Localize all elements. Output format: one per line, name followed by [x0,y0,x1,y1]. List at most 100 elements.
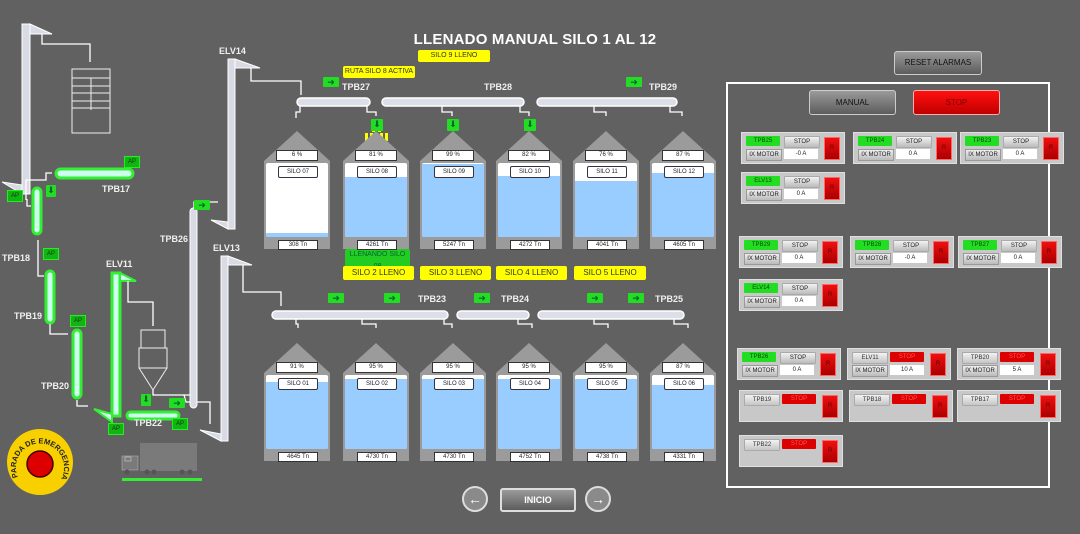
motor-current-value: 0 A [1001,253,1035,263]
silo-name[interactable]: SILO 09 [434,166,474,178]
silo-name[interactable]: SILO 06 [664,378,704,390]
conveyor-tpb28 [381,97,525,107]
label-elv11: ELV11 [106,259,133,269]
flow-line [41,34,91,62]
label-tpb29: TPB29 [649,82,678,92]
silo: 91 % SILO 01 4645 Tn [264,343,330,462]
motor-name[interactable]: TPB28 [855,240,889,250]
motor-name[interactable]: TPB17 [962,394,998,406]
silo-percent: 6 % [276,150,318,161]
silo-name[interactable]: SILO 08 [357,166,397,178]
silo-name[interactable]: SILO 05 [587,378,627,390]
motor-current-value: 0 A [780,365,814,375]
motor-name[interactable]: TPB22 [744,439,780,451]
motor-name[interactable]: TPB24 [858,136,892,146]
motor-current-value: 0 A [782,296,816,306]
silo-name[interactable]: SILO 02 [357,378,397,390]
motor-reset-button[interactable]: R [822,440,838,463]
motor-name[interactable]: TPB29 [744,240,778,250]
silo-name[interactable]: SILO 04 [510,378,550,390]
label-tpb17: TPB17 [102,184,131,194]
motor-card: TPB23 STOP IX MOTOR 0 A R [960,132,1064,164]
motor-card: TPB26 STOP IX MOTOR 0 A R [737,348,841,380]
motor-reset-button[interactable]: R [822,241,838,264]
motor-name[interactable]: TPB23 [965,136,999,146]
silo-percent: 95 % [585,362,627,373]
silo-percent: 87 % [662,362,704,373]
motor-stop-button[interactable]: STOP [784,136,820,148]
motor-name[interactable]: TPB25 [746,136,780,146]
motor-stop-button[interactable]: STOP [892,394,926,404]
motor-stop-button[interactable]: STOP [1000,394,1034,404]
motor-stop-button[interactable]: STOP [1000,352,1034,362]
motor-reset-button[interactable]: R [933,241,949,264]
motor-current-value: 10 A [890,365,924,375]
motor-stop-button[interactable]: STOP [784,176,820,188]
motor-name[interactable]: TPB18 [854,394,890,406]
motor-reset-button[interactable]: R [824,177,840,200]
motor-name[interactable]: TPB27 [963,240,997,250]
motor-stop-button[interactable]: STOP [780,352,816,364]
run-arrow-icon: ➜ [626,77,642,87]
motor-reset-button[interactable]: R [1040,353,1056,376]
motor-stop-button[interactable]: STOP [782,439,816,449]
motor-stop-button[interactable]: STOP [782,394,816,404]
manual-button[interactable]: MANUAL [809,90,896,115]
run-arrow-icon: ➜ [323,77,339,87]
motor-current-value: 0 A [784,189,818,199]
silo-name[interactable]: SILO 03 [434,378,474,390]
motor-panel [726,82,1050,488]
silo-name[interactable]: SILO 07 [278,166,318,178]
motor-card: ELV14 STOP IX MOTOR 0 A R [739,279,843,311]
motor-reset-button[interactable]: R [822,395,838,418]
elevator-elv11 [93,271,137,424]
motor-name[interactable]: ELV11 [852,352,888,364]
motor-stop-button[interactable]: STOP [782,283,818,295]
motor-reset-button[interactable]: R [1043,137,1059,160]
silo-name[interactable]: SILO 12 [664,166,704,178]
motor-stop-button[interactable]: STOP [1001,240,1037,252]
motor-name[interactable]: TPB20 [962,352,998,364]
motor-card: TPB28 STOP IX MOTOR -0 A R [850,236,954,268]
motor-name[interactable]: TPB26 [742,352,776,362]
motor-name[interactable]: ELV14 [744,283,778,293]
motor-reset-button[interactable]: R [932,395,948,418]
label-tpb23: TPB23 [418,294,447,304]
motor-name[interactable]: ELV13 [746,176,780,186]
motor-reset-button[interactable]: R [822,284,838,307]
next-page-button[interactable]: → [585,486,611,512]
silo: 6 % SILO 07 308 Tn [264,131,330,250]
motor-reset-button[interactable]: R [824,137,840,160]
motor-card: TPB27 STOP IX MOTOR 0 A R [958,236,1062,268]
stop-button[interactable]: STOP [913,90,1000,115]
motor-stop-button[interactable]: STOP [896,136,932,148]
motor-stop-button[interactable]: STOP [782,240,818,252]
motor-name[interactable]: TPB19 [744,394,780,406]
motor-reset-button[interactable]: R [1041,241,1057,264]
home-button[interactable]: INICIO [500,488,576,512]
silo-tonnage: 4645 Tn [278,452,318,462]
run-arrow-icon: ➜ [194,200,210,210]
elevator-elv14 [210,58,261,230]
motor-card: ELV11 STOP IX MOTOR 10 A R [847,348,951,380]
run-arrow-icon: ➜ [474,293,490,303]
silo-level [422,378,484,449]
silo-name[interactable]: SILO 11 [587,166,627,178]
motor-reset-button[interactable]: R [820,353,836,376]
silo-tonnage: 308 Tn [278,240,318,250]
motor-reset-button[interactable]: R [1040,395,1056,418]
motor-stop-button[interactable]: STOP [890,352,924,362]
hopper-icon [138,329,168,391]
motor-reset-button[interactable]: R [930,353,946,376]
label-tpb27: TPB27 [342,82,371,92]
elevator-left [1,23,53,195]
silo-name[interactable]: SILO 01 [278,378,318,390]
silo-percent: 95 % [508,362,550,373]
motor-stop-button[interactable]: STOP [893,240,929,252]
reset-alarms-button[interactable]: RESET ALARMAS [894,51,982,75]
motor-reset-button[interactable]: R [936,137,952,160]
ap-indicator: AP [124,156,140,168]
silo-name[interactable]: SILO 10 [510,166,550,178]
motor-stop-button[interactable]: STOP [1003,136,1039,148]
prev-page-button[interactable]: ← [462,486,488,512]
